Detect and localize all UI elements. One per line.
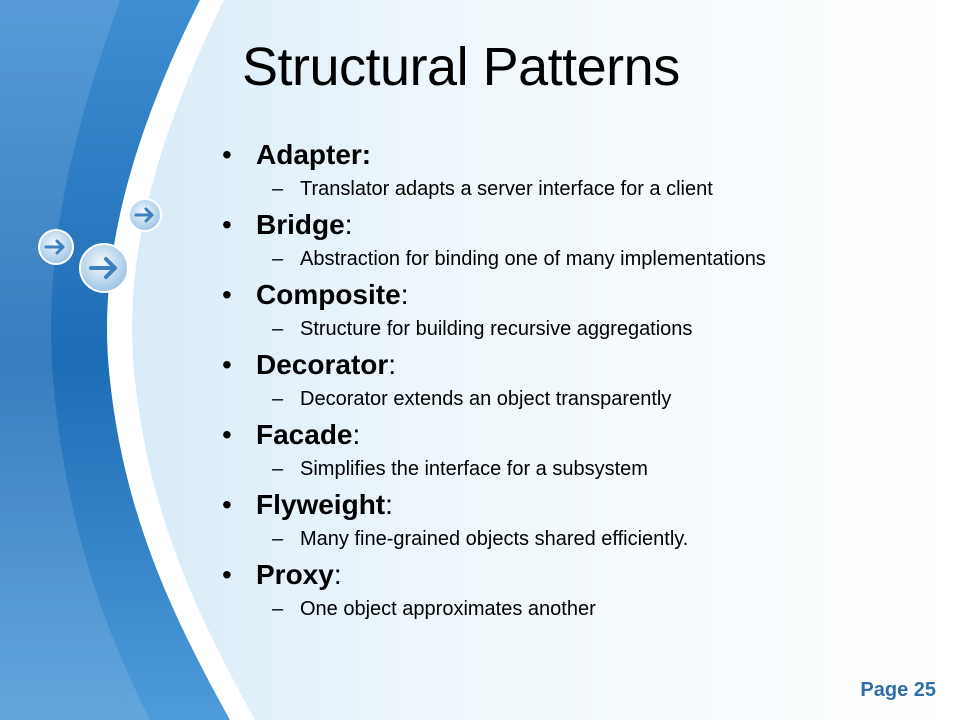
bullet-icon: • — [222, 489, 232, 520]
pattern-list: • Adapter: – Translator adapts a server … — [222, 138, 922, 628]
list-item: • Adapter: – Translator adapts a server … — [222, 138, 922, 200]
pattern-name-suffix: : — [344, 209, 353, 240]
bullet-icon: • — [222, 279, 232, 310]
list-item: • Bridge: – Abstraction for binding one … — [222, 208, 922, 270]
arrow-circle-icon — [79, 243, 129, 293]
pattern-description: Structure for building recursive aggrega… — [300, 318, 693, 340]
dash-icon: – — [272, 248, 284, 270]
dash-icon: – — [272, 388, 284, 410]
list-item: • Decorator: – Decorator extends an obje… — [222, 348, 922, 410]
pattern-description: Abstraction for binding one of many impl… — [300, 248, 766, 270]
pattern-name-suffix: : — [400, 279, 409, 310]
dash-icon: – — [272, 318, 284, 340]
dash-icon: – — [272, 458, 284, 480]
bullet-icon: • — [222, 209, 232, 240]
pattern-name: Decorator — [256, 349, 389, 380]
pattern-description: Decorator extends an object transparentl… — [300, 388, 672, 410]
list-item: • Composite: – Structure for building re… — [222, 278, 922, 340]
pattern-name: Composite — [256, 279, 401, 310]
pattern-description: Translator adapts a server interface for… — [300, 178, 713, 200]
bullet-icon: • — [222, 419, 232, 450]
pattern-description: Many fine-grained objects shared efficie… — [300, 528, 689, 550]
list-item: • Proxy: – One object approximates anoth… — [222, 558, 922, 620]
arrow-circle-icon — [38, 229, 74, 265]
page-number: Page 25 — [860, 679, 936, 701]
light-wave-band — [0, 0, 150, 720]
dash-icon: – — [272, 598, 284, 620]
arrow-circle-icon — [128, 198, 162, 232]
bullet-icon: • — [222, 139, 232, 170]
pattern-name-suffix: : — [352, 419, 361, 450]
white-wave-band — [107, 0, 256, 720]
pattern-name-suffix: : — [385, 489, 393, 520]
list-item: • Flyweight: – Many fine-grained objects… — [222, 488, 922, 550]
dash-icon: – — [272, 528, 284, 550]
pattern-name: Facade — [256, 419, 353, 450]
bullet-icon: • — [222, 559, 232, 590]
pattern-description: One object approximates another — [300, 598, 596, 620]
pattern-name: Bridge — [256, 209, 345, 240]
dash-icon: – — [272, 178, 284, 200]
pattern-name: Flyweight — [256, 489, 386, 520]
pattern-name-suffix: : — [388, 349, 397, 380]
slide-title: Structural Patterns — [242, 37, 680, 97]
bullet-icon: • — [222, 349, 232, 380]
pattern-name: Adapter: — [256, 139, 372, 170]
pattern-name-suffix: : — [333, 559, 342, 590]
pattern-description: Simplifies the interface for a subsystem — [300, 458, 648, 480]
list-item: • Facade: – Simplifies the interface for… — [222, 418, 922, 480]
blue-wave-band — [0, 0, 230, 720]
pattern-name: Proxy — [256, 559, 334, 590]
